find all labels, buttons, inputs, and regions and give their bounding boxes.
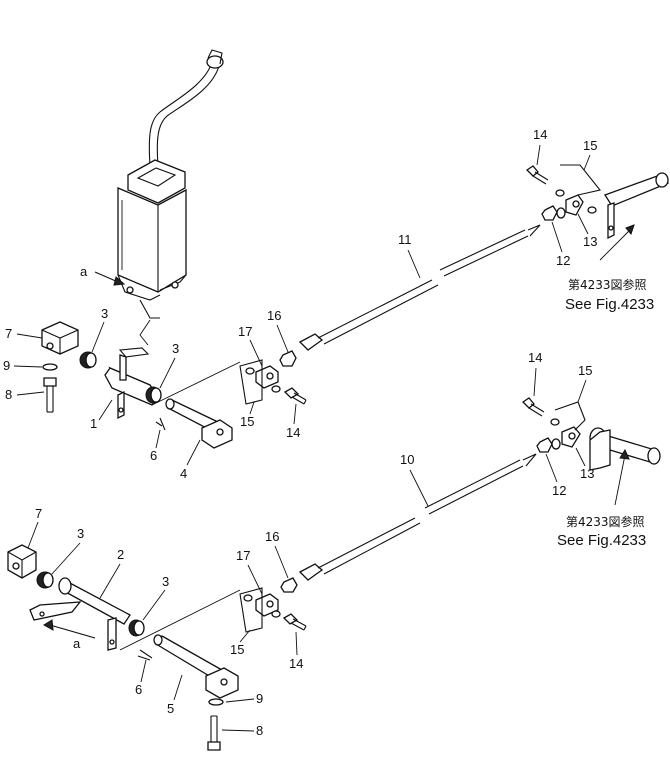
callout-13-top: 13: [583, 234, 597, 249]
cross-tube-bottom: [589, 427, 661, 471]
cross-tube-top: [604, 172, 670, 240]
callout-3a-top: 3: [101, 306, 108, 321]
bolt-14-bottom: [282, 613, 307, 631]
nut-16-bottom: [280, 577, 298, 593]
callout-15-bottom: 15: [230, 642, 244, 657]
bracket-block-7-bottom: [7, 544, 37, 579]
callout-7-top: 7: [5, 326, 12, 341]
callout-10: 10: [400, 452, 414, 467]
callout-3a-bottom: 3: [77, 526, 84, 541]
callout-15-top: 15: [240, 414, 254, 429]
reference-arrow-top: [599, 229, 631, 261]
callout-2: 2: [117, 547, 124, 562]
view-a-arrow-bottom: a: [43, 619, 96, 651]
link-line-bottom: [119, 589, 241, 651]
rod-11: [298, 224, 541, 351]
callout-3b-bottom: 3: [162, 574, 169, 589]
shaft-lever-1: [104, 347, 160, 420]
bolt-8: [43, 377, 57, 413]
bracket-block-7: [41, 321, 79, 355]
callout-14r-bottom: 14: [528, 350, 542, 365]
rod-end-bottom-right: [536, 401, 586, 453]
callout-8-top: 8: [5, 387, 12, 402]
view-a-label-bottom: a: [73, 636, 81, 651]
callout-17-top: 17: [238, 324, 252, 339]
callout-11: 11: [398, 232, 412, 247]
callout-15r-bottom: 15: [578, 363, 592, 378]
control-lever: [148, 49, 224, 166]
washer-9-bottom: [208, 698, 224, 706]
bolt-14-top: [283, 387, 307, 405]
callout-9-bottom: 9: [256, 691, 263, 706]
callout-14-top: 14: [286, 425, 300, 440]
clevis-joint-bottom: [239, 587, 279, 633]
bushing-3-left-bottom: [36, 571, 54, 589]
reference-jp-bottom: 第4233図参照: [566, 514, 645, 529]
bolt-14r-bottom: [521, 397, 545, 417]
callout-16-top: 16: [267, 308, 281, 323]
callout-5: 5: [167, 701, 174, 716]
bushing-3-right-top: [145, 386, 162, 404]
view-a-label: a: [80, 264, 88, 279]
lever-4: [155, 398, 233, 449]
bushing-3-right-bottom: [128, 619, 145, 637]
bushing-3-left-top: [79, 351, 97, 369]
callout-6-bottom: 6: [135, 682, 142, 697]
clevis-joint-top: [239, 359, 279, 405]
callout-12-top: 12: [556, 253, 570, 268]
shaft-lever-2: [29, 577, 131, 651]
bolt-8-bottom: [207, 715, 221, 751]
reference-jp-top: 第4233図参照: [568, 277, 647, 292]
callout-15r-top: 15: [583, 138, 597, 153]
callout-4-top: 4: [180, 466, 187, 481]
callout-7-bottom: 7: [35, 506, 42, 521]
callout-3b-top: 3: [172, 341, 179, 356]
reference-arrow-bottom: [614, 454, 626, 506]
washer-9: [42, 363, 58, 371]
callout-9-top: 9: [3, 358, 10, 373]
link-line-top: [151, 361, 241, 406]
callout-17-bottom: 17: [236, 548, 250, 563]
nut-16-top: [279, 350, 297, 367]
bolt-14r-top: [525, 165, 549, 185]
callout-14-bottom: 14: [289, 656, 303, 671]
callout-16-bottom: 16: [265, 529, 279, 544]
callout-8-bottom: 8: [256, 723, 263, 738]
view-a-arrow-top: a: [80, 264, 126, 286]
rod-end-top-right: [541, 164, 601, 221]
callout-14r-top: 14: [533, 127, 547, 142]
callout-1-top: 1: [90, 416, 97, 431]
callout-6-top: 6: [150, 448, 157, 463]
reference-en-top: See Fig.4233: [565, 296, 654, 313]
lever-5: [137, 634, 239, 699]
lever-housing: [117, 159, 187, 319]
reference-en-bottom: See Fig.4233: [557, 532, 646, 549]
callout-12-bottom: 12: [552, 483, 566, 498]
rod-10: [298, 453, 537, 581]
